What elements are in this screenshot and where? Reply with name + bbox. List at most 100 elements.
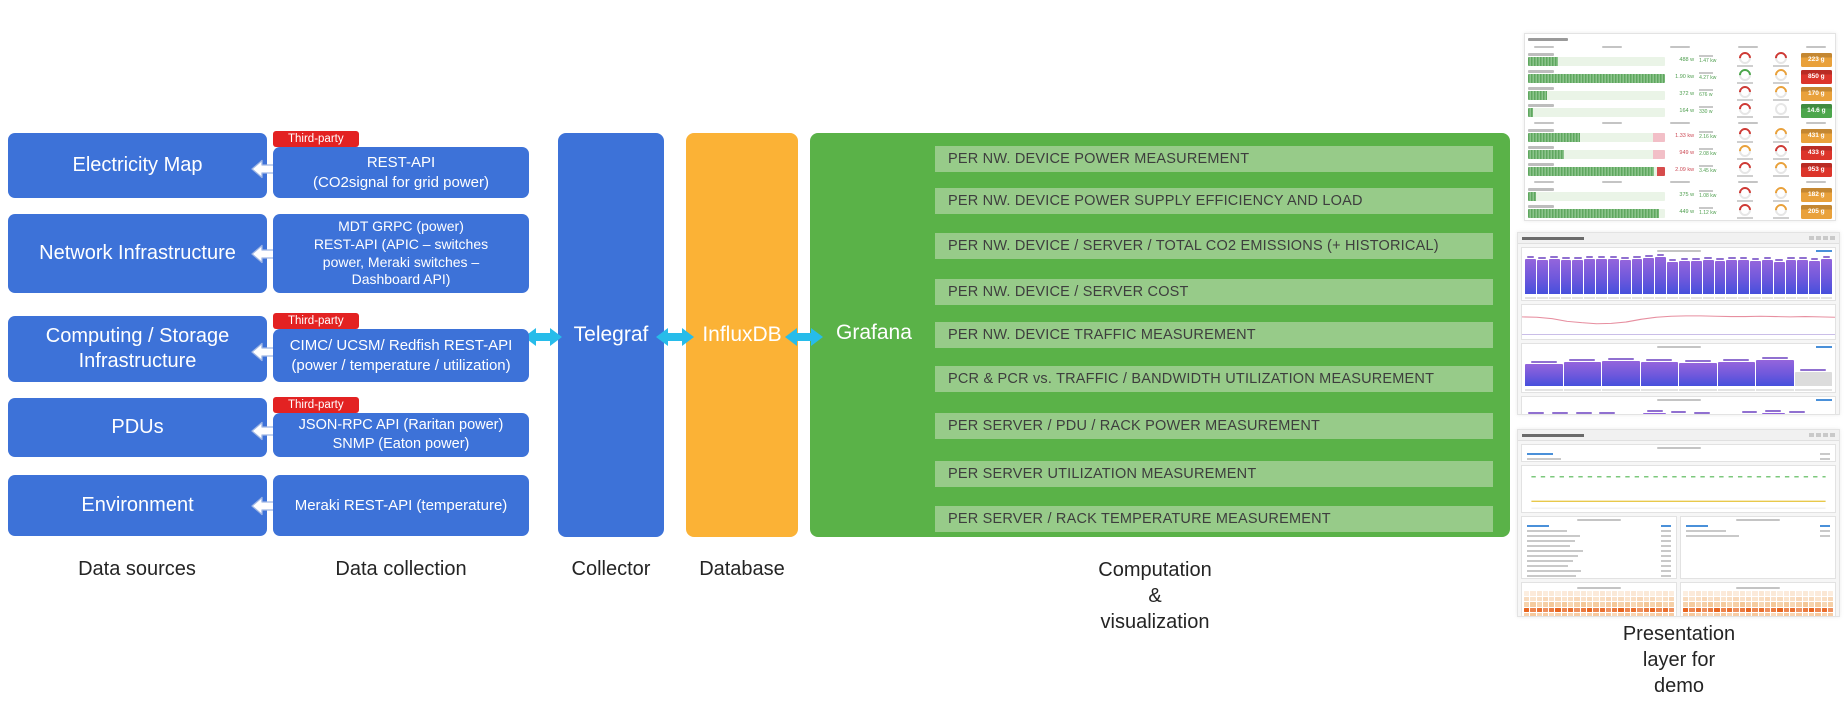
heatmap-cell (1643, 613, 1649, 616)
x-tick-skeleton (1667, 297, 1678, 299)
bar-column (1631, 254, 1643, 294)
bar-column (1667, 403, 1690, 414)
heatmap-cell (1720, 591, 1727, 596)
heatmap-cell (1580, 607, 1586, 612)
heatmap-cell (1542, 596, 1549, 601)
device-label-skeleton (1737, 65, 1754, 67)
measurement-item: PER NW. DEVICE / SERVER / TOTAL CO2 EMIS… (935, 233, 1493, 259)
heatmap-cell (1530, 596, 1536, 601)
measurement-item: PER NW. DEVICE / SERVER COST (935, 279, 1493, 305)
power-value: 1.33 kw (1675, 132, 1695, 139)
bar-column (1548, 254, 1560, 294)
heatmap-cell (1612, 613, 1618, 616)
device-label-skeleton (1699, 89, 1714, 91)
device-label-skeleton (1528, 104, 1554, 107)
capacity-value: 2.16 kw (1699, 134, 1717, 140)
heatmap-row (1683, 607, 1834, 612)
bar (1560, 260, 1572, 294)
heatmap-cell (1808, 602, 1815, 607)
cell-skeleton (1661, 534, 1671, 537)
x-tick-skeleton (1560, 297, 1572, 299)
heatmap-cell (1656, 607, 1662, 612)
heatmap-cell (1530, 613, 1536, 616)
device-label-skeleton (1737, 141, 1754, 143)
column-headers-skeleton (1528, 119, 1832, 127)
heatmap-cell (1637, 613, 1643, 616)
bar-value-skeleton (1550, 256, 1558, 259)
heatmap-cell (1542, 591, 1549, 596)
heatmap-cell (1637, 607, 1643, 612)
heatmap-cell (1586, 602, 1593, 607)
table-row (1522, 563, 1676, 568)
line-chart-panel (1521, 304, 1836, 340)
heatmap-cell (1790, 596, 1796, 601)
bar-value-skeleton (1787, 256, 1795, 259)
device-label-skeleton (1528, 163, 1554, 166)
device-label-skeleton (1737, 116, 1754, 118)
power-value: 1.90 kw (1675, 73, 1695, 80)
heatmap-cell (1643, 596, 1649, 601)
capacity-cell: 2.16 kw (1696, 131, 1728, 140)
third-party-badge: Third-party (273, 131, 359, 147)
heatmap-cell (1605, 596, 1612, 601)
heatmap-cell (1739, 591, 1745, 596)
heatmap-cell (1656, 602, 1662, 607)
heatmap-cell (1668, 607, 1675, 612)
panel-link-skeleton (1816, 250, 1832, 252)
bar-value-skeleton (1574, 256, 1582, 259)
cell-skeleton (1661, 569, 1671, 572)
device-label-skeleton (1773, 200, 1790, 202)
heatmap-cell (1771, 591, 1777, 596)
cell-skeleton (1527, 564, 1568, 567)
heatmap-cell (1739, 613, 1745, 616)
heatmap-cell (1568, 602, 1574, 607)
heatmap-cell (1764, 602, 1771, 607)
bar (1548, 259, 1560, 294)
dashboard-title-skeleton (1522, 236, 1584, 240)
device-label-skeleton (1737, 99, 1754, 101)
power-value: 949 w (1679, 149, 1695, 156)
efficiency-gauge-icon (1736, 125, 1754, 143)
cell-skeleton (1527, 534, 1580, 537)
heatmap-cell (1790, 607, 1796, 612)
bar (1761, 412, 1785, 414)
device-label-skeleton (1737, 158, 1754, 160)
bar-value-skeleton (1788, 410, 1805, 413)
heatmap-cell (1733, 591, 1739, 596)
device-label-skeleton (1773, 65, 1790, 67)
label-collector: Collector (571, 558, 651, 580)
heatmap-cell (1796, 613, 1802, 616)
gauge-cell (1762, 201, 1801, 219)
table-row (1522, 558, 1676, 563)
bar-value-skeleton (1646, 359, 1673, 362)
capacity-cell: 1.08 kw (1696, 190, 1728, 199)
device-label-skeleton (1528, 87, 1554, 90)
heatmap-cell (1827, 591, 1834, 596)
heatmap-cell (1549, 613, 1555, 616)
bar-fill (1528, 133, 1580, 142)
heatmap-cell (1683, 602, 1689, 607)
heatmap-cell (1720, 602, 1727, 607)
label-database: Database (699, 558, 785, 580)
bar (1794, 371, 1832, 386)
heatmap-cell (1593, 602, 1599, 607)
data-table-panel (1680, 516, 1836, 579)
cell-skeleton (1686, 529, 1726, 532)
heatmap-cell (1733, 607, 1739, 612)
bar-column (1821, 254, 1832, 294)
toolbar-icon-skeleton (1809, 433, 1814, 437)
panel-title-skeleton (1522, 445, 1835, 451)
bar (1738, 413, 1761, 414)
heatmap-cell (1720, 613, 1727, 616)
bar-column (1773, 254, 1785, 294)
cell-skeleton (1820, 457, 1830, 460)
device-label-skeleton (1773, 116, 1790, 118)
heatmap-cell (1758, 602, 1764, 607)
heatmap-cell (1599, 613, 1605, 616)
heatmap-cell (1524, 591, 1530, 596)
device-label-skeleton (1528, 53, 1554, 56)
bar-column (1785, 403, 1809, 414)
bar-value-skeleton (1694, 412, 1711, 414)
heatmap-cell (1821, 613, 1827, 616)
